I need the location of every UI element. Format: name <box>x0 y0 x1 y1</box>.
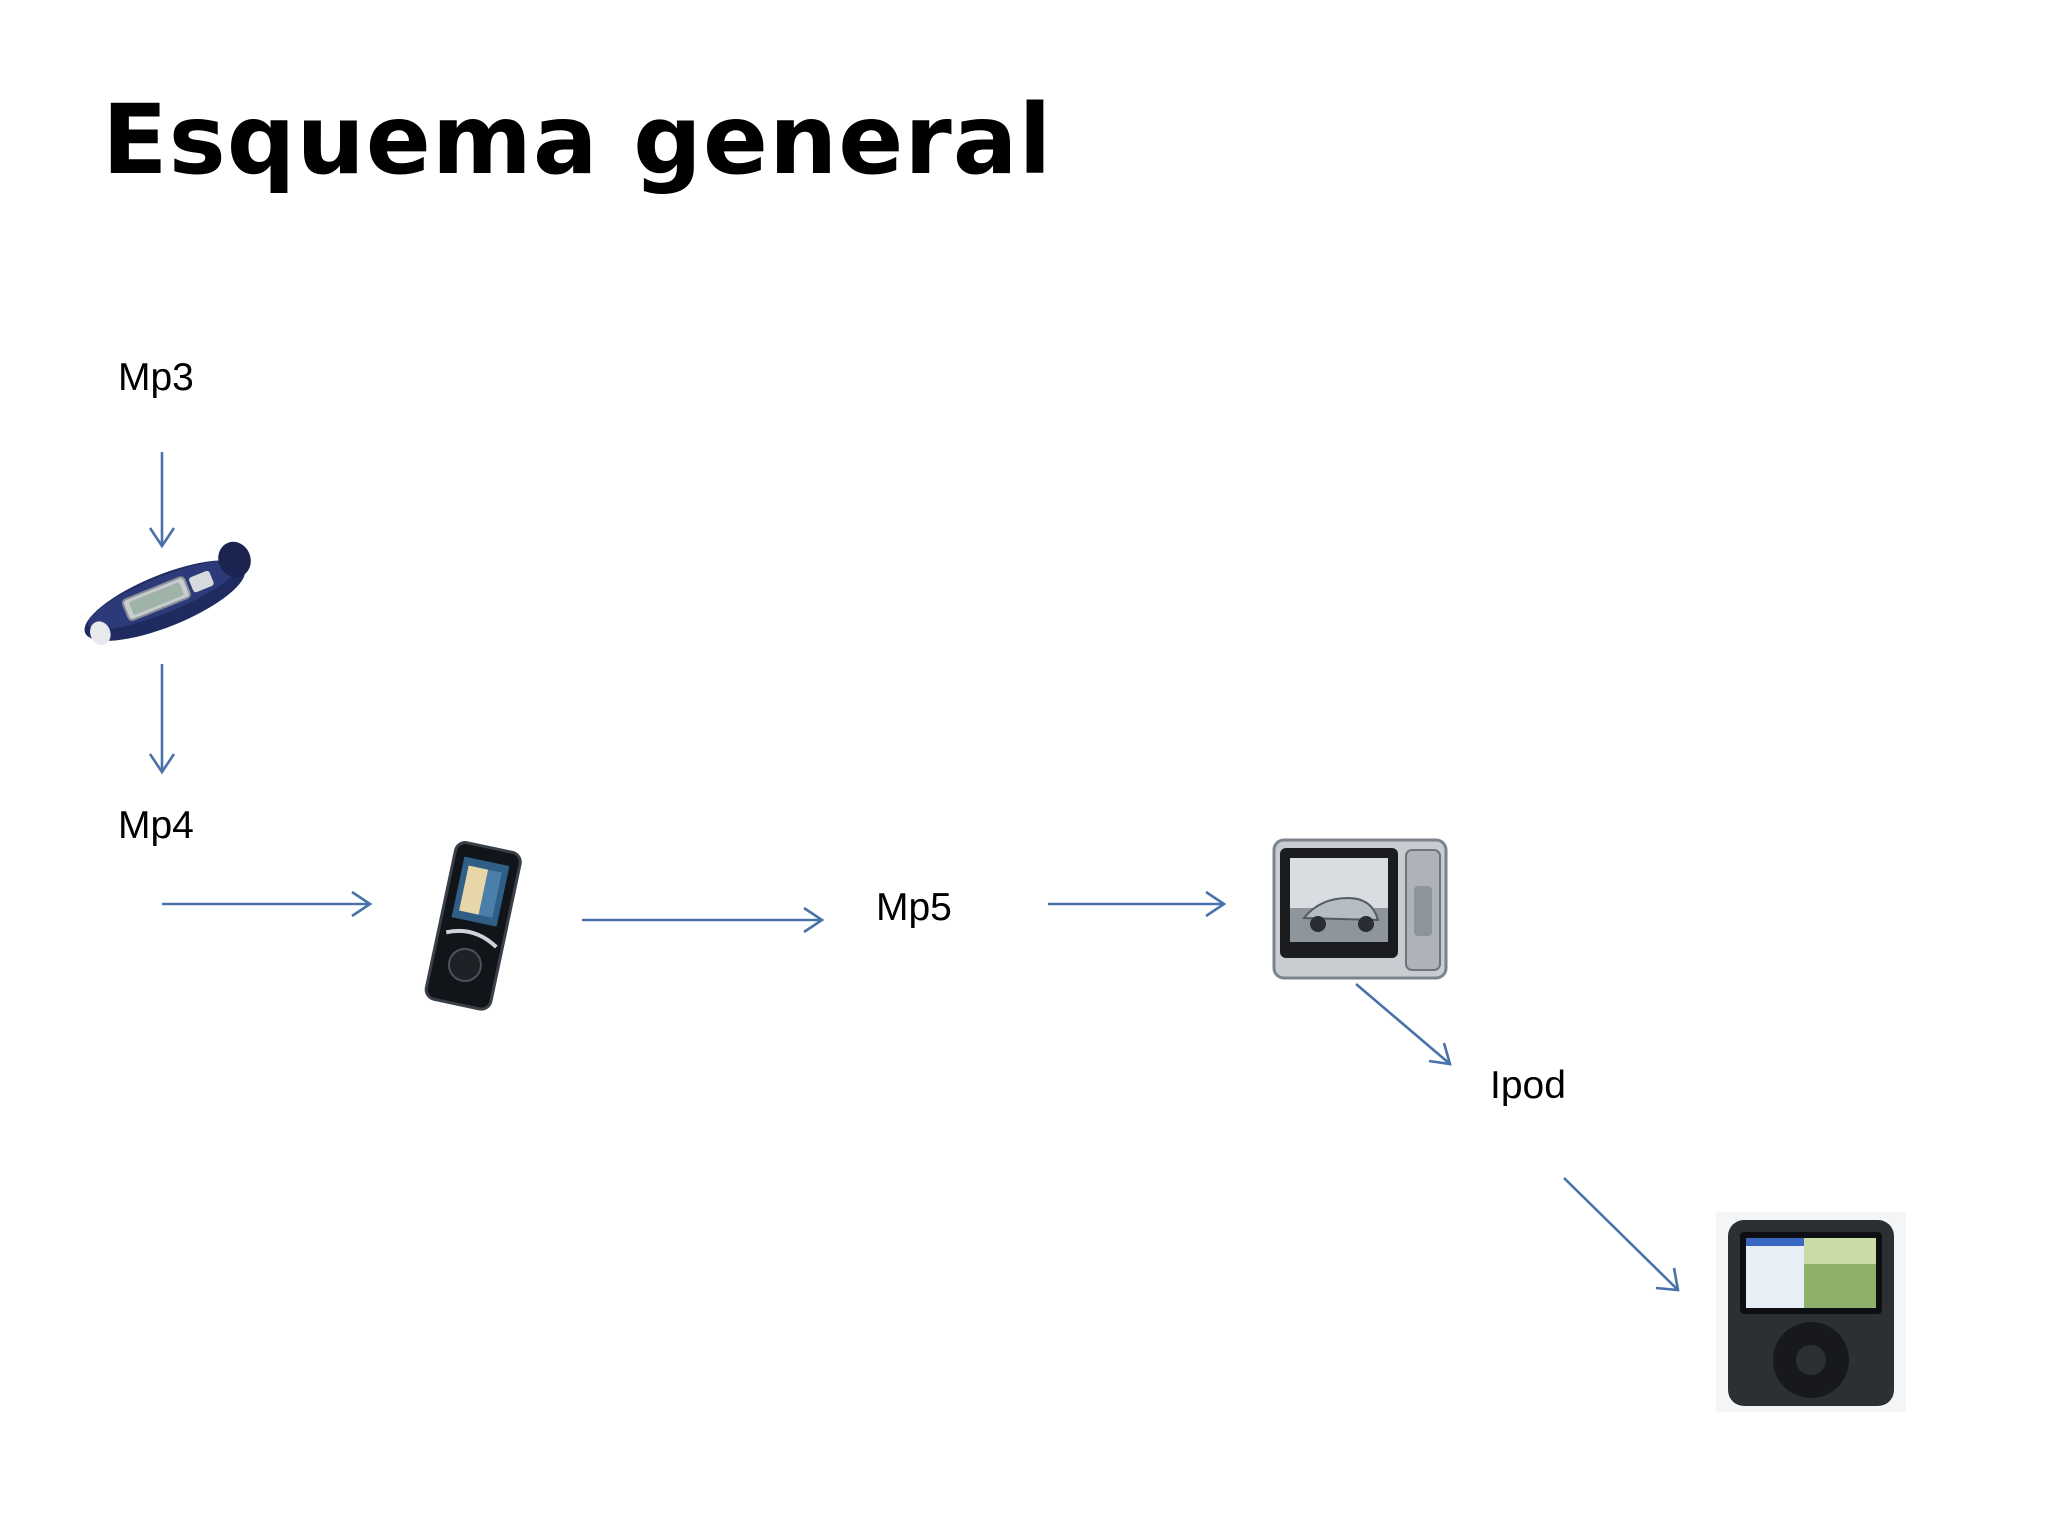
arrow-mp3-to-player <box>148 452 176 549</box>
arrow-mp5-to-mp5-player <box>1048 890 1227 918</box>
slide-title: Esquema general <box>102 84 1053 196</box>
label-mp3: Mp3 <box>118 356 194 399</box>
label-ipod: Ipod <box>1490 1064 1566 1107</box>
ipod-nano-icon <box>1716 1212 1906 1412</box>
label-mp4: Mp4 <box>118 804 194 847</box>
mp4-player-icon <box>424 841 522 1011</box>
arrow-mp4-player-to-mp5 <box>582 906 825 934</box>
arrow-ipod-to-ipod-player <box>1563 1177 1680 1292</box>
mp3-player-icon <box>84 541 251 645</box>
label-mp5: Mp5 <box>876 886 952 929</box>
arrow-mp5-player-to-ipod <box>1355 983 1452 1066</box>
mp5-player-icon <box>1272 838 1448 980</box>
arrow-player-to-mp4 <box>148 664 176 775</box>
arrow-mp4-to-mp4-player <box>162 890 373 918</box>
